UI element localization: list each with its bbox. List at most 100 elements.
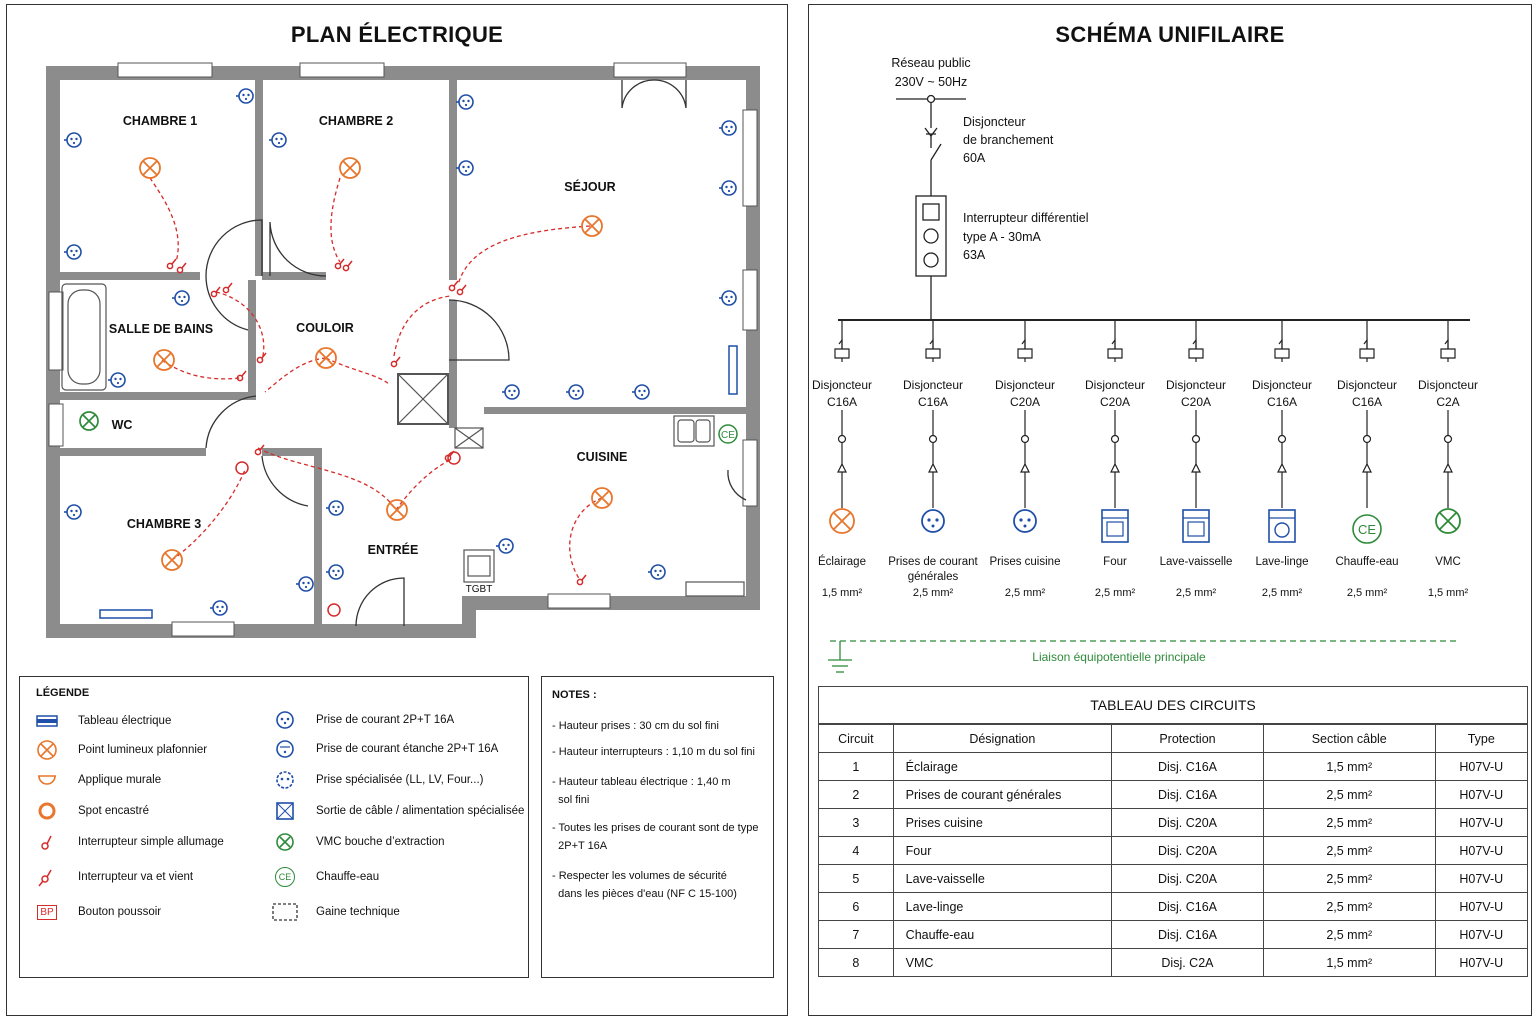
cable-section: 2,5 mm² bbox=[1262, 587, 1303, 599]
note-item: - Toutes les prises de courant sont de t… bbox=[552, 822, 759, 852]
legend-item: Prise de courant étanche 2P+T 16A bbox=[272, 738, 498, 760]
main-breaker-label: Disjoncteur bbox=[963, 115, 1026, 129]
schema-title: SCHÉMA UNIFILAIRE bbox=[1055, 22, 1285, 47]
push-button-icon: BP bbox=[34, 901, 60, 923]
two-way-switch-icon bbox=[34, 866, 60, 888]
legend-item: BP Bouton poussoir bbox=[34, 901, 161, 923]
legend-item: Point lumineux plafonnier bbox=[34, 739, 207, 761]
table-cell: Éclairage bbox=[892, 752, 1112, 781]
room-couloir: COULOIR bbox=[296, 321, 354, 335]
legend-item: Prise spécialisée (LL, LV, Four...) bbox=[272, 769, 483, 791]
load-label: générales bbox=[908, 571, 959, 583]
room-entree: ENTRÉE bbox=[368, 542, 419, 557]
breaker-rating: C16A bbox=[1267, 395, 1297, 409]
supply-line bbox=[896, 94, 966, 196]
table-cell: Disj. C20A bbox=[1110, 808, 1264, 837]
legend-item: Prise de courant 2P+T 16A bbox=[272, 709, 454, 731]
main-breaker-label: de branchement bbox=[963, 133, 1054, 147]
legend-title: LÉGENDE bbox=[36, 687, 90, 699]
table-cell: 2,5 mm² bbox=[1262, 920, 1436, 949]
rcd-type: type A - 30mA bbox=[963, 230, 1041, 244]
table-cell: H07V-U bbox=[1434, 948, 1529, 977]
socket-icon bbox=[921, 509, 945, 533]
breaker-label: Disjoncteur bbox=[1418, 378, 1478, 392]
table-cell: 5 bbox=[818, 864, 894, 893]
room-cuisine: CUISINE bbox=[577, 450, 628, 464]
table-cell: 3 bbox=[818, 808, 894, 837]
table-cell: H07V-U bbox=[1434, 892, 1529, 921]
note-item: - Hauteur interrupteurs : 1,10 m du sol … bbox=[552, 746, 755, 758]
radiator-marker bbox=[99, 609, 153, 619]
table-cell: Disj. C20A bbox=[1110, 836, 1264, 865]
table-cell: 4 bbox=[818, 836, 894, 865]
table-header-row: Circuit Désignation Protection Section c… bbox=[818, 724, 1529, 753]
load-label: Four bbox=[1103, 556, 1127, 568]
note-item: - Hauteur tableau électrique : 1,40 m so… bbox=[552, 776, 731, 806]
load-label: VMC bbox=[1435, 556, 1461, 568]
plan-title: PLAN ÉLECTRIQUE bbox=[290, 22, 504, 47]
main-breaker-rating: 60A bbox=[963, 151, 986, 165]
note-item: - Hauteur prises : 30 cm du sol fini bbox=[552, 720, 719, 732]
table-cell: Prises de courant générales bbox=[892, 780, 1112, 809]
load-label: Lave-vaisselle bbox=[1160, 556, 1233, 568]
rcd-rating: 63A bbox=[963, 248, 986, 262]
col-section: Section câble bbox=[1262, 724, 1436, 753]
legend-item: Interrupteur simple allumage bbox=[34, 831, 224, 853]
col-protection: Protection bbox=[1110, 724, 1264, 753]
load-label: Prises de courant bbox=[888, 556, 978, 568]
room-chambre-2: CHAMBRE 2 bbox=[319, 114, 393, 128]
technical-duct-icon bbox=[272, 901, 298, 923]
ceiling-light-icon bbox=[829, 508, 855, 534]
notes-title: NOTES : bbox=[552, 689, 597, 701]
breaker-label: Disjoncteur bbox=[1166, 378, 1226, 392]
breaker-label: Disjoncteur bbox=[995, 378, 1055, 392]
table-cell: 2,5 mm² bbox=[1262, 780, 1436, 809]
doors bbox=[205, 79, 747, 627]
socket-icon bbox=[272, 709, 298, 731]
legend-item: Gaine technique bbox=[272, 901, 400, 923]
table-cell: 1 bbox=[818, 752, 894, 781]
vmc-icon bbox=[79, 411, 99, 431]
table-title: TABLEAU DES CIRCUITS bbox=[818, 686, 1528, 724]
legend-item: Sortie de câble / alimentation spécialis… bbox=[272, 800, 524, 822]
room-chambre-1: CHAMBRE 1 bbox=[123, 114, 197, 128]
load-label: Lave-linge bbox=[1255, 556, 1308, 568]
table-cell: Disj. C20A bbox=[1110, 864, 1264, 893]
room-wc: WC bbox=[112, 418, 133, 432]
table-cell: 1,5 mm² bbox=[1262, 752, 1436, 781]
cable-outlet-icon bbox=[272, 800, 298, 822]
table-cell: VMC bbox=[892, 948, 1112, 977]
windows bbox=[48, 62, 758, 637]
cable-section: 2,5 mm² bbox=[1005, 587, 1046, 599]
circuit-table: Circuit Désignation Protection Section c… bbox=[818, 724, 1529, 977]
load-label: Éclairage bbox=[818, 555, 866, 568]
table-cell: Disj. C2A bbox=[1110, 948, 1264, 977]
legend-box: LÉGENDE Tableau électrique Point lumineu… bbox=[19, 676, 529, 978]
table-cell: H07V-U bbox=[1434, 864, 1529, 893]
table-cell: Disj. C16A bbox=[1110, 920, 1264, 949]
vmc-icon bbox=[272, 831, 298, 853]
electrical-panel-marker bbox=[728, 345, 738, 395]
breaker-rating: C20A bbox=[1010, 395, 1040, 409]
oven-icon bbox=[1101, 509, 1129, 543]
breaker-rating: C16A bbox=[827, 395, 857, 409]
table-cell: 1,5 mm² bbox=[1262, 948, 1436, 977]
breaker-label: Disjoncteur bbox=[1252, 378, 1312, 392]
legend-item: VMC bouche d’extraction bbox=[272, 831, 444, 853]
socket-icon bbox=[1013, 509, 1037, 533]
room-sejour: SÉJOUR bbox=[564, 179, 615, 194]
supply-label: Réseau public bbox=[891, 56, 970, 70]
room-chambre-3: CHAMBRE 3 bbox=[127, 517, 201, 531]
room-salle-de-bains: SALLE DE BAINS bbox=[109, 322, 213, 336]
breaker-rating: C20A bbox=[1100, 395, 1130, 409]
legend-item: Spot encastré bbox=[34, 800, 149, 822]
